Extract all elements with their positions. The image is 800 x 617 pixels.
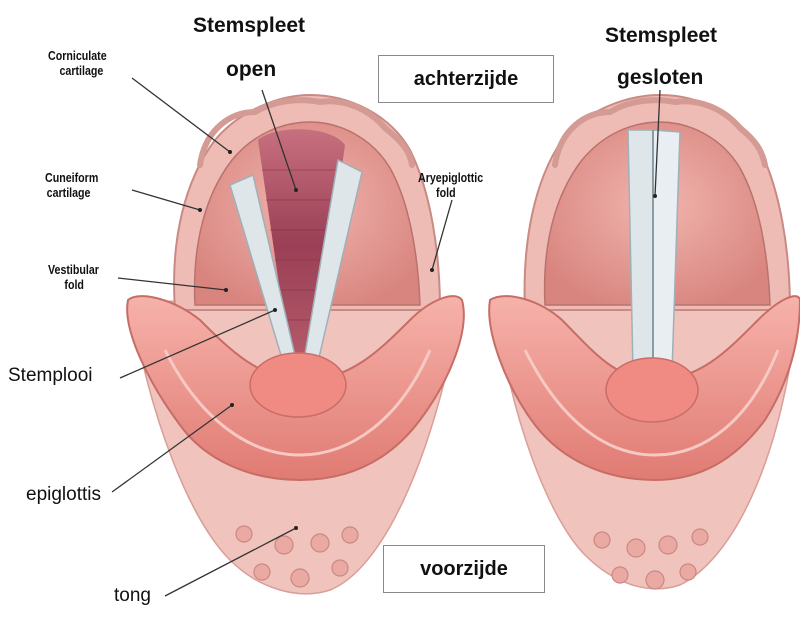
label-vestibular-line2: fold	[48, 277, 99, 292]
label-aryepiglottic-line2: fold	[418, 185, 483, 200]
label-box-achterzijde: achterzijde	[378, 55, 554, 103]
achterzijde-text: achterzijde	[414, 68, 518, 91]
label-corniculate-line2: cartilage	[48, 63, 107, 78]
title-right: Stemspleet	[605, 24, 717, 48]
tubercle-right	[606, 358, 698, 422]
label-vestibular-line1: Vestibular	[48, 262, 99, 277]
label-cuneiform-line2: cartilage	[45, 185, 98, 200]
label-epiglottis: epiglottis	[26, 484, 101, 506]
label-aryepiglottic-line1: Aryepiglottic	[418, 170, 483, 185]
label-cuneiform-line1: Cuneiform	[45, 170, 98, 185]
title-left: Stemspleet	[193, 14, 305, 38]
title-left-sub: open	[226, 58, 276, 82]
tubercle-left	[250, 353, 346, 417]
voorzijde-text: voorzijde	[420, 558, 508, 581]
title-right-sub: gesloten	[617, 66, 703, 90]
label-cuneiform: Cuneiform cartilage	[45, 170, 98, 200]
label-vestibular: Vestibular fold	[48, 262, 99, 292]
label-stemplooi: Stemplooi	[8, 365, 93, 387]
label-corniculate: Corniculate cartilage	[48, 48, 107, 78]
vocal-fold-right-a	[628, 130, 653, 372]
label-box-voorzijde: voorzijde	[383, 545, 545, 593]
label-corniculate-line1: Corniculate	[48, 48, 107, 63]
label-aryepiglottic: Aryepiglottic fold	[418, 170, 483, 200]
larynx-closed	[489, 95, 800, 589]
larynx-open	[127, 95, 464, 594]
label-tong: tong	[114, 585, 151, 607]
